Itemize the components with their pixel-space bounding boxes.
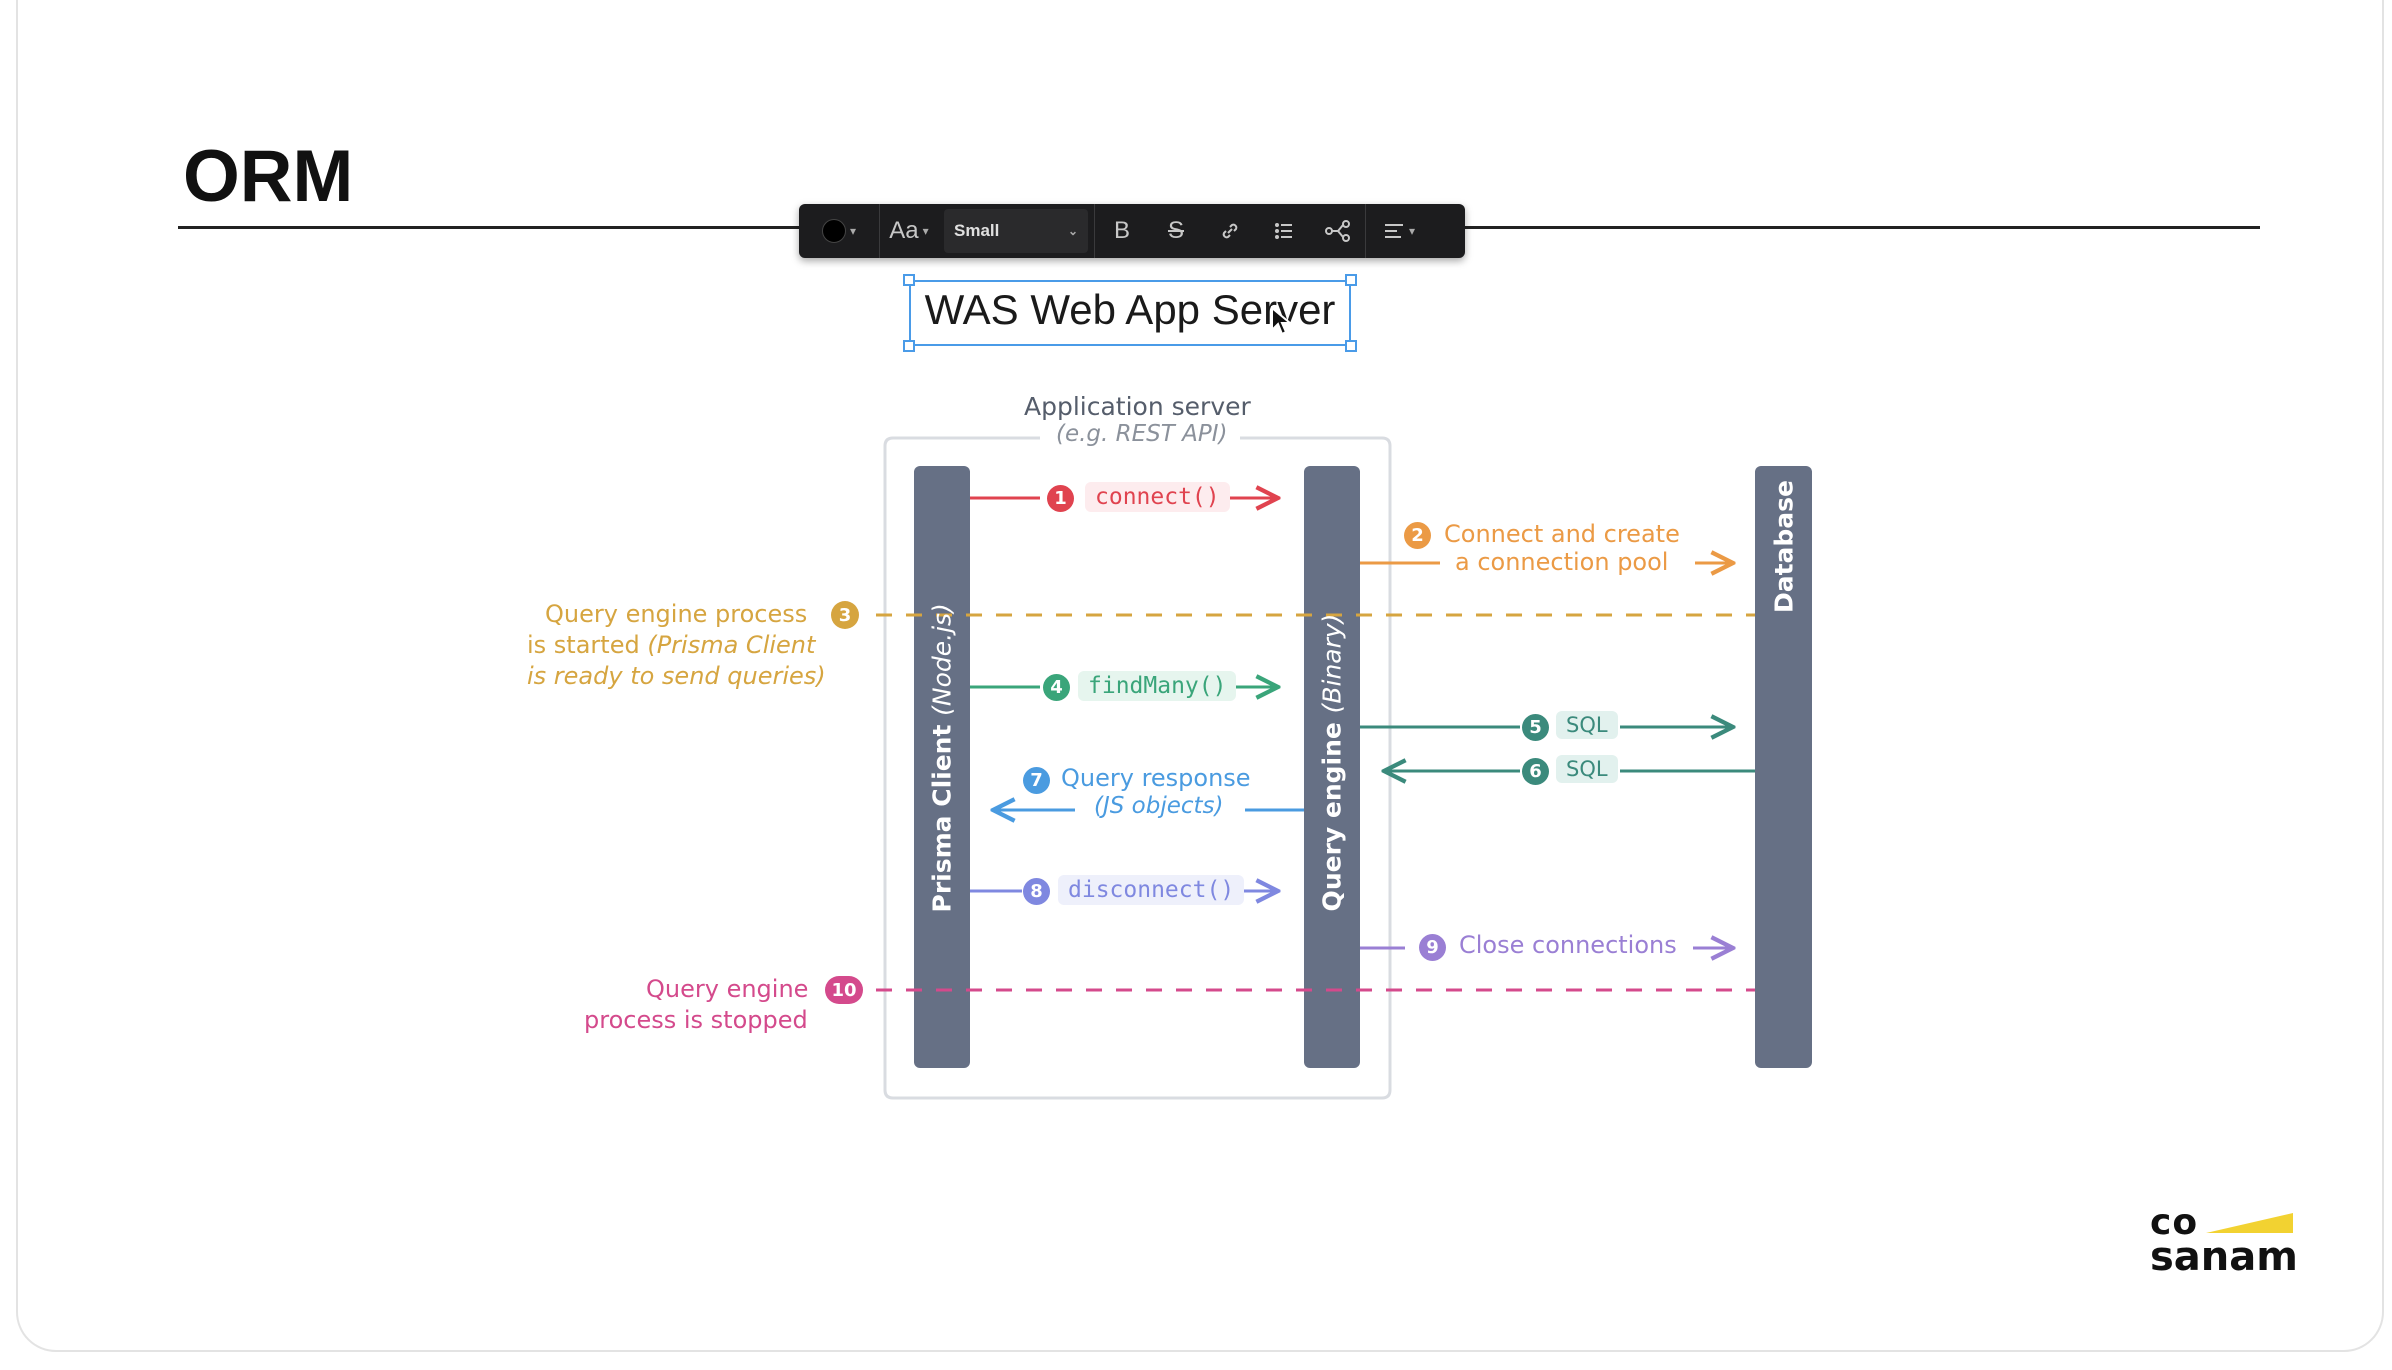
toolbar-divider [1365, 204, 1366, 258]
resize-handle-top-right[interactable] [1345, 274, 1357, 286]
color-circle-icon [821, 219, 846, 243]
logo-line1: co [2150, 1202, 2199, 1243]
findmany-call-label: findMany() [1078, 671, 1237, 701]
share-button[interactable] [1311, 204, 1365, 258]
link-icon [1222, 223, 1238, 239]
step-badge: 3 [831, 601, 859, 629]
font-label: Aa [889, 217, 919, 244]
toolbar-divider [1094, 204, 1095, 258]
close-connections-label: Close connections [1459, 931, 1677, 959]
step-badge: 8 [1023, 878, 1050, 905]
toolbar-divider [879, 204, 880, 258]
chevron-down-icon: ▾ [849, 224, 857, 238]
slide-title[interactable]: ORM [183, 136, 354, 217]
strikethrough-icon: S [1167, 217, 1184, 244]
engine-started-label-line1: Query engine process [545, 600, 808, 628]
share-nodes-icon [1325, 220, 1350, 242]
list-icon [1275, 223, 1292, 239]
text-color-button[interactable]: ▾ [799, 204, 879, 258]
step-badge: 4 [1043, 674, 1070, 701]
font-button[interactable]: Aa ▾ [880, 204, 938, 258]
application-server-sublabel: (e.g. REST API) [1056, 421, 1228, 447]
step-badge: 5 [1522, 714, 1549, 741]
database-lane-label: Database [1769, 479, 1799, 614]
align-button[interactable]: ▾ [1366, 204, 1432, 258]
step-badge: 6 [1522, 758, 1549, 785]
chevron-down-icon: ▾ [922, 224, 929, 238]
step-badge: 1 [1047, 485, 1074, 512]
step-badge: 10 [825, 976, 863, 1004]
step-badge: 2 [1404, 522, 1431, 549]
step-badge: 7 [1023, 767, 1050, 794]
connection-pool-label-line2: a connection pool [1455, 548, 1669, 576]
logo-line2: sanam [2150, 1234, 2298, 1280]
engine-started-label-line2: is started (Prisma Client [527, 631, 816, 659]
application-server-label: Application server [1024, 392, 1251, 421]
resize-handle-bottom-left[interactable] [903, 340, 915, 352]
selected-text-box[interactable] [909, 280, 1351, 346]
engine-stopped-label-line2: process is stopped [584, 1006, 808, 1034]
connect-call-label: connect() [1085, 482, 1230, 512]
bold-icon: B [1113, 217, 1130, 244]
list-button[interactable] [1257, 204, 1311, 258]
resize-handle-top-left[interactable] [903, 274, 915, 286]
font-size-value: Small [954, 221, 1000, 240]
bold-button[interactable]: B [1095, 204, 1149, 258]
selected-text[interactable]: WAS Web App Server [924, 286, 1336, 333]
query-response-label: Query response [1061, 764, 1251, 792]
link-button[interactable] [1203, 204, 1257, 258]
query-response-sublabel: (JS objects) [1094, 793, 1224, 819]
query-engine-lane-label: Query engine (Binary) [1317, 613, 1347, 912]
engine-started-label-line3: is ready to send queries) [527, 662, 826, 690]
prisma-client-lane-label: Prisma Client (Node.js) [927, 603, 957, 913]
chevron-down-icon: ⌄ [1067, 224, 1078, 238]
disconnect-call-label: disconnect() [1058, 875, 1245, 905]
engine-stopped-label-line1: Query engine [646, 975, 809, 1003]
cosanam-logo: co sanam [2150, 1202, 2298, 1280]
font-size-select[interactable]: Small ⌄ [944, 209, 1088, 253]
sql-result-label: SQL [1556, 755, 1618, 783]
align-icon [1384, 224, 1403, 238]
chevron-down-icon: ▾ [1408, 224, 1416, 238]
step-badge: 9 [1419, 934, 1446, 961]
sql-query-label: SQL [1556, 711, 1618, 739]
resize-handle-bottom-right[interactable] [1345, 340, 1357, 352]
strikethrough-button[interactable]: S [1149, 204, 1203, 258]
mouse-pointer-icon [1271, 306, 1292, 336]
text-format-toolbar: ▾ Aa ▾ Small ⌄ B S ▾ [799, 204, 1465, 258]
connection-pool-label-line1: Connect and create [1444, 520, 1680, 548]
